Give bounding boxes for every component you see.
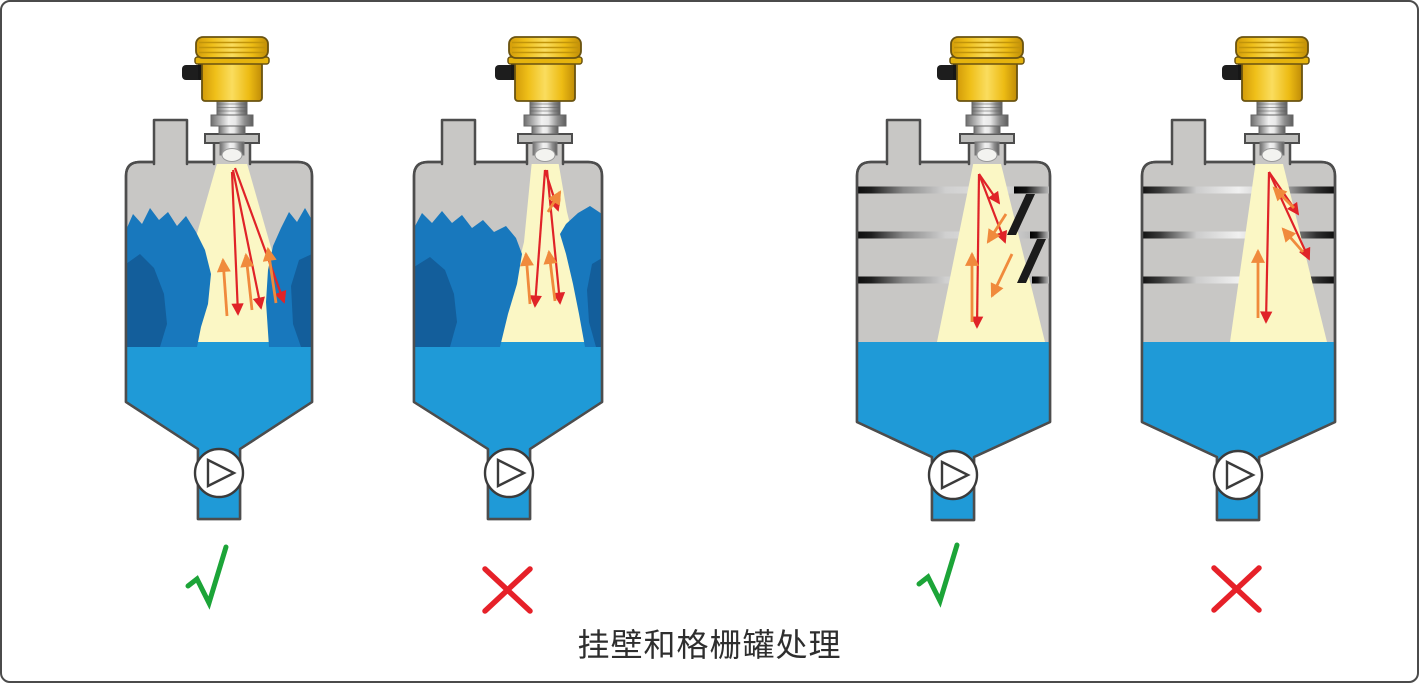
tank-panel-grating-incorrect <box>1140 35 1337 613</box>
wall-buildup-left-shadow <box>414 257 457 347</box>
pump <box>927 449 979 501</box>
liquid-fill <box>857 342 1050 520</box>
tank-top-nozzle <box>887 120 920 164</box>
radar-beam <box>937 162 1045 342</box>
figure-caption: 挂壁和格栅罐处理 <box>577 627 842 663</box>
tank-top-nozzle <box>154 120 187 164</box>
grating-bars <box>1143 186 1334 284</box>
radar-beam <box>1230 162 1327 342</box>
pump <box>1212 449 1264 501</box>
echo-signal-arrows <box>216 246 278 317</box>
radar-sensor <box>935 35 1026 166</box>
check-icon <box>185 544 229 610</box>
tank-panel-wall-buildup-incorrect <box>412 35 604 614</box>
emitted-signal-arrows <box>970 173 1008 329</box>
wall-buildup-left-shadow <box>126 254 167 347</box>
radar-sensor <box>493 35 584 166</box>
liquid-fill <box>126 342 312 519</box>
liquid-fill <box>414 342 602 519</box>
wall-buildup-right-shadow <box>587 258 602 347</box>
radar-sensor <box>1220 35 1311 166</box>
deflected-and-echo-arrows <box>965 213 1014 322</box>
emitted-signal-arrows <box>230 167 287 316</box>
check-icon <box>916 542 960 608</box>
cross-icon <box>1211 565 1262 613</box>
echo-signal-arrows <box>519 190 562 305</box>
radar-sensor <box>180 35 271 166</box>
deflector-plates <box>1007 186 1049 284</box>
tank-top-nozzle <box>1172 120 1205 164</box>
pump <box>193 447 245 499</box>
tank-panel-wall-buildup-correct <box>124 35 314 610</box>
tank-panel-grating-correct <box>855 35 1052 608</box>
pump <box>483 447 535 499</box>
false-echo-arrows <box>1251 186 1305 318</box>
wall-buildup-right-shadow <box>291 254 312 347</box>
cross-icon <box>482 566 533 614</box>
tank-top-nozzle <box>442 120 475 164</box>
liquid-fill <box>1142 342 1335 520</box>
